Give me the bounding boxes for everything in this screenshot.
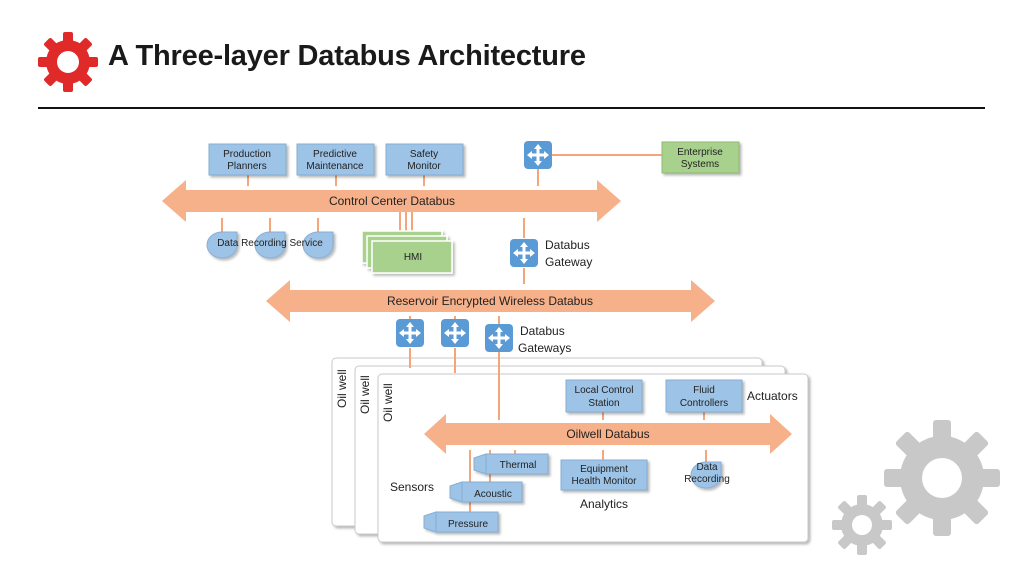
title-divider [38, 107, 985, 109]
enterprise-systems-line1: Enterprise [677, 147, 723, 158]
hmi-boxes: HMI [361, 230, 453, 274]
production-planners-box: Production Planners [208, 143, 287, 176]
databus-gateway-line2: Gateway [545, 255, 592, 269]
data-recording-service-label: Data Recording Service [217, 238, 323, 249]
databus-gateway-icon-1 [396, 319, 424, 347]
data-recording-icon [690, 461, 722, 489]
decorative-gears-icon [832, 420, 1000, 555]
databus-gateway-icon [510, 239, 538, 267]
enterprise-systems-line2: Systems [681, 159, 719, 170]
reservoir-databus-label: Reservoir Encrypted Wireless Databus [387, 294, 593, 308]
pressure-sensor [423, 511, 499, 533]
production-planners-line2: Planners [227, 161, 266, 172]
acoustic-label: Acoustic [474, 489, 512, 500]
predictive-maintenance-line2: Maintenance [306, 161, 364, 172]
equipment-health-monitor-box: Equipment Health Monitor [560, 459, 648, 491]
oil-well-label-1: Oil well [335, 369, 349, 408]
oil-well-label-3: Oil well [381, 383, 395, 422]
analytics-label: Analytics [580, 497, 628, 511]
oilwell-databus: Oilwell Databus [424, 414, 792, 454]
databus-gateways-line1: Databus [520, 324, 565, 338]
local-control-station-line2: Station [588, 398, 619, 409]
slide-title: A Three-layer Databus Architecture [108, 40, 586, 72]
local-control-station-box: Local Control Station [565, 379, 643, 413]
fluid-controllers-line1: Fluid [693, 385, 715, 396]
reservoir-encrypted-wireless-databus: Reservoir Encrypted Wireless Databus [266, 280, 715, 322]
thermal-label: Thermal [500, 460, 537, 471]
databus-gateway-line1: Databus [545, 238, 590, 252]
databus-gateway-icon-2 [441, 319, 469, 347]
enterprise-router-icon [524, 141, 552, 169]
predictive-maintenance-box: Predictive Maintenance [296, 143, 375, 176]
control-center-databus-label: Control Center Databus [329, 194, 455, 208]
safety-monitor-line1: Safety [410, 149, 438, 160]
actuators-label: Actuators [747, 389, 798, 403]
thermal-sensor [473, 453, 549, 475]
production-planners-line1: Production [223, 149, 271, 160]
hmi-label: HMI [404, 252, 422, 263]
red-gear-logo-icon [38, 32, 98, 92]
equipment-health-line2: Health Monitor [571, 476, 637, 487]
data-recording-line1: Data [696, 462, 718, 473]
databus-gateways-line2: Gateways [518, 341, 571, 355]
safety-monitor-line2: Monitor [407, 161, 441, 172]
oilwell-databus-label: Oilwell Databus [566, 427, 649, 441]
databus-gateway-icon-3 [485, 324, 513, 352]
acoustic-sensor [449, 481, 523, 503]
sensors-label: Sensors [390, 480, 434, 494]
local-control-station-line1: Local Control [575, 385, 634, 396]
safety-monitor-box: Safety Monitor [385, 143, 464, 176]
predictive-maintenance-line1: Predictive [313, 149, 357, 160]
control-center-databus: Control Center Databus [162, 180, 621, 222]
pressure-label: Pressure [448, 519, 488, 530]
equipment-health-line1: Equipment [580, 464, 628, 475]
fluid-controllers-line2: Controllers [680, 398, 728, 409]
data-recording-line2: Recording [684, 474, 730, 485]
data-recording-service-icons [206, 231, 334, 259]
fluid-controllers-box: Fluid Controllers [665, 379, 743, 413]
oil-well-label-2: Oil well [358, 375, 372, 414]
enterprise-systems-box: Enterprise Systems [661, 141, 740, 174]
